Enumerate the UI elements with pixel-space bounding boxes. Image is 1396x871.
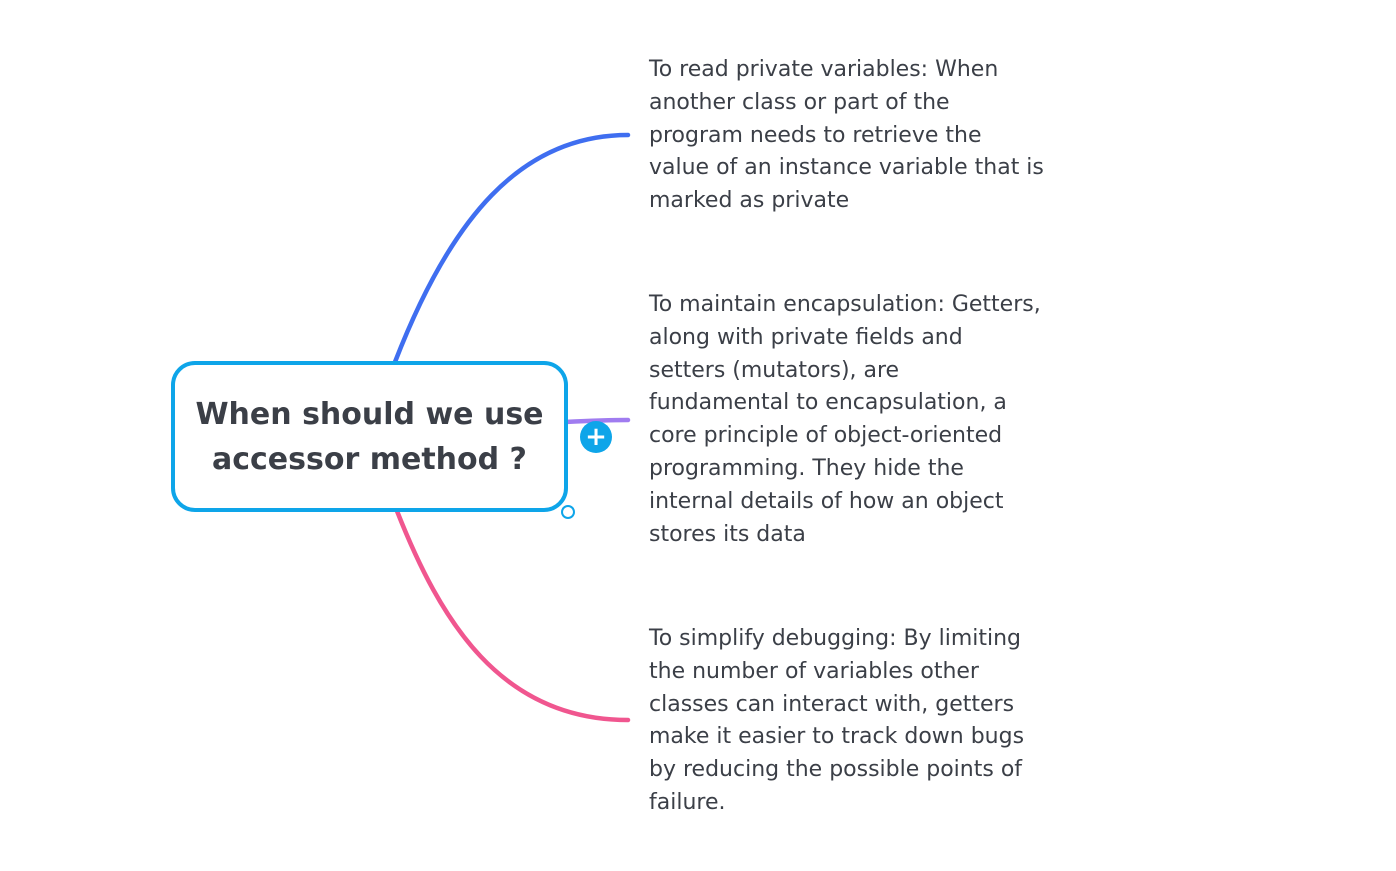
- subtopic-maintain-encapsulation[interactable]: To maintain encapsulation: Getters, alon…: [649, 292, 1041, 547]
- subtopic-simplify-debugging[interactable]: To simplify debugging: By limiting the n…: [649, 626, 1025, 815]
- central-topic-node[interactable]: When should we use accessor method ?: [171, 361, 568, 512]
- resize-handle[interactable]: [561, 505, 575, 519]
- plus-icon: +: [585, 422, 607, 452]
- add-topic-button[interactable]: +: [580, 421, 612, 453]
- branch-line-1: [392, 132, 631, 365]
- central-topic-label: When should we use accessor method ?: [195, 396, 544, 477]
- subtopic-read-private-variables[interactable]: To read private variables: When another …: [649, 57, 1044, 214]
- branch-line-3: [394, 508, 631, 723]
